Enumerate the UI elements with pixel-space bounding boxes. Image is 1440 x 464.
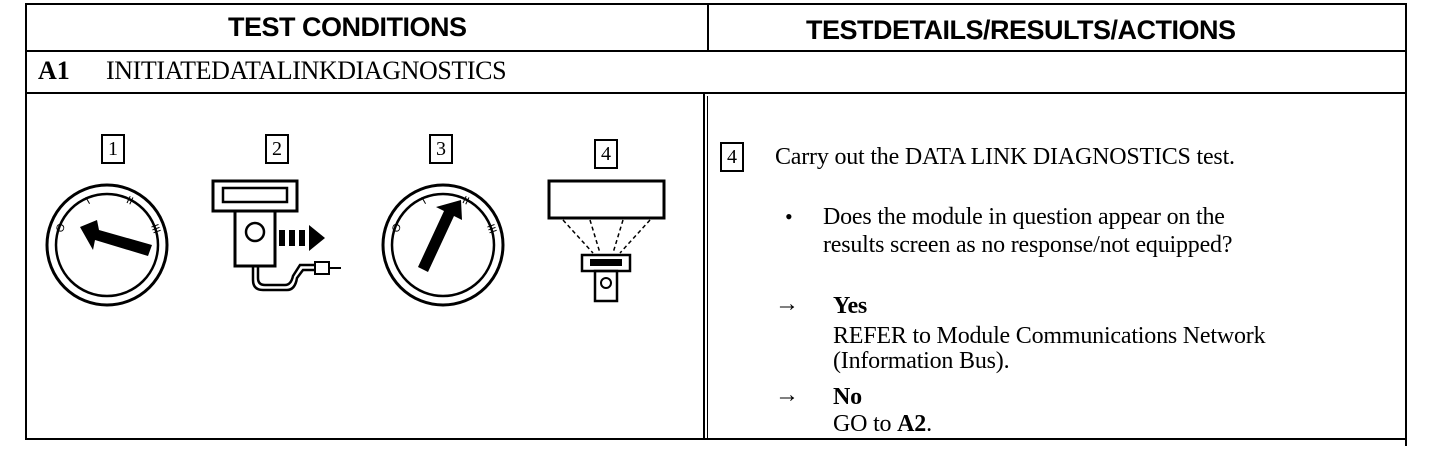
scan-tool-connector-icon [211, 179, 341, 292]
scan-tool-display-icon [547, 179, 666, 303]
illustration-label-3: 3 [429, 134, 453, 164]
yes-label: Yes [833, 293, 868, 319]
frame-right-border [1405, 3, 1407, 446]
key-mark-start: III [484, 223, 498, 236]
step-title: INITIATEDATALINKDIAGNOSTICS [106, 56, 507, 85]
key-mark-run: II [124, 194, 135, 207]
no-action-prefix: GO to [833, 411, 898, 437]
yes-action-line-1: REFER to Module Communications Network [833, 323, 1266, 349]
no-action-target: A2 [897, 411, 927, 437]
frame-bottom-border [25, 438, 1406, 440]
header-column-divider [707, 3, 709, 51]
title-row-divider [26, 92, 1406, 94]
illustration-label-2: 2 [265, 134, 289, 164]
frame-top-border [26, 3, 1406, 5]
reference-label-4: 4 [720, 142, 744, 172]
ignition-run-icon: O I II III [381, 183, 505, 307]
body-column-divider [703, 94, 705, 440]
key-mark-start: III [148, 223, 162, 236]
ignition-off-icon: O I II III [45, 183, 169, 307]
question-bullet: • [785, 204, 793, 229]
instruction-text: Carry out the DATA LINK DIAGNOSTICS test… [775, 144, 1235, 170]
yes-action-line-2: (Information Bus). [833, 348, 1010, 374]
no-action: GO to A2. [833, 410, 932, 438]
header-divider [26, 50, 1406, 52]
no-action-suffix: . [926, 411, 932, 437]
step-code: A1 [38, 56, 70, 85]
no-arrow: → [775, 382, 799, 408]
test-details-header: TESTDETAILS/RESULTS/ACTIONS [806, 15, 1236, 45]
yes-arrow: → [775, 291, 799, 317]
body-divider-inner [707, 96, 708, 438]
key-mark-run: II [460, 194, 471, 207]
frame-left-border [25, 3, 27, 440]
key-mark-acc: I [84, 195, 93, 207]
test-conditions-header: TEST CONDITIONS [228, 12, 467, 42]
question-line-2: results screen as no response/not equipp… [823, 232, 1233, 258]
question-line-1: Does the module in question appear on th… [823, 204, 1225, 230]
illustration-label-4: 4 [594, 139, 618, 169]
key-mark-acc: I [420, 195, 429, 207]
no-label: No [833, 384, 862, 410]
illustration-label-1: 1 [101, 134, 125, 164]
